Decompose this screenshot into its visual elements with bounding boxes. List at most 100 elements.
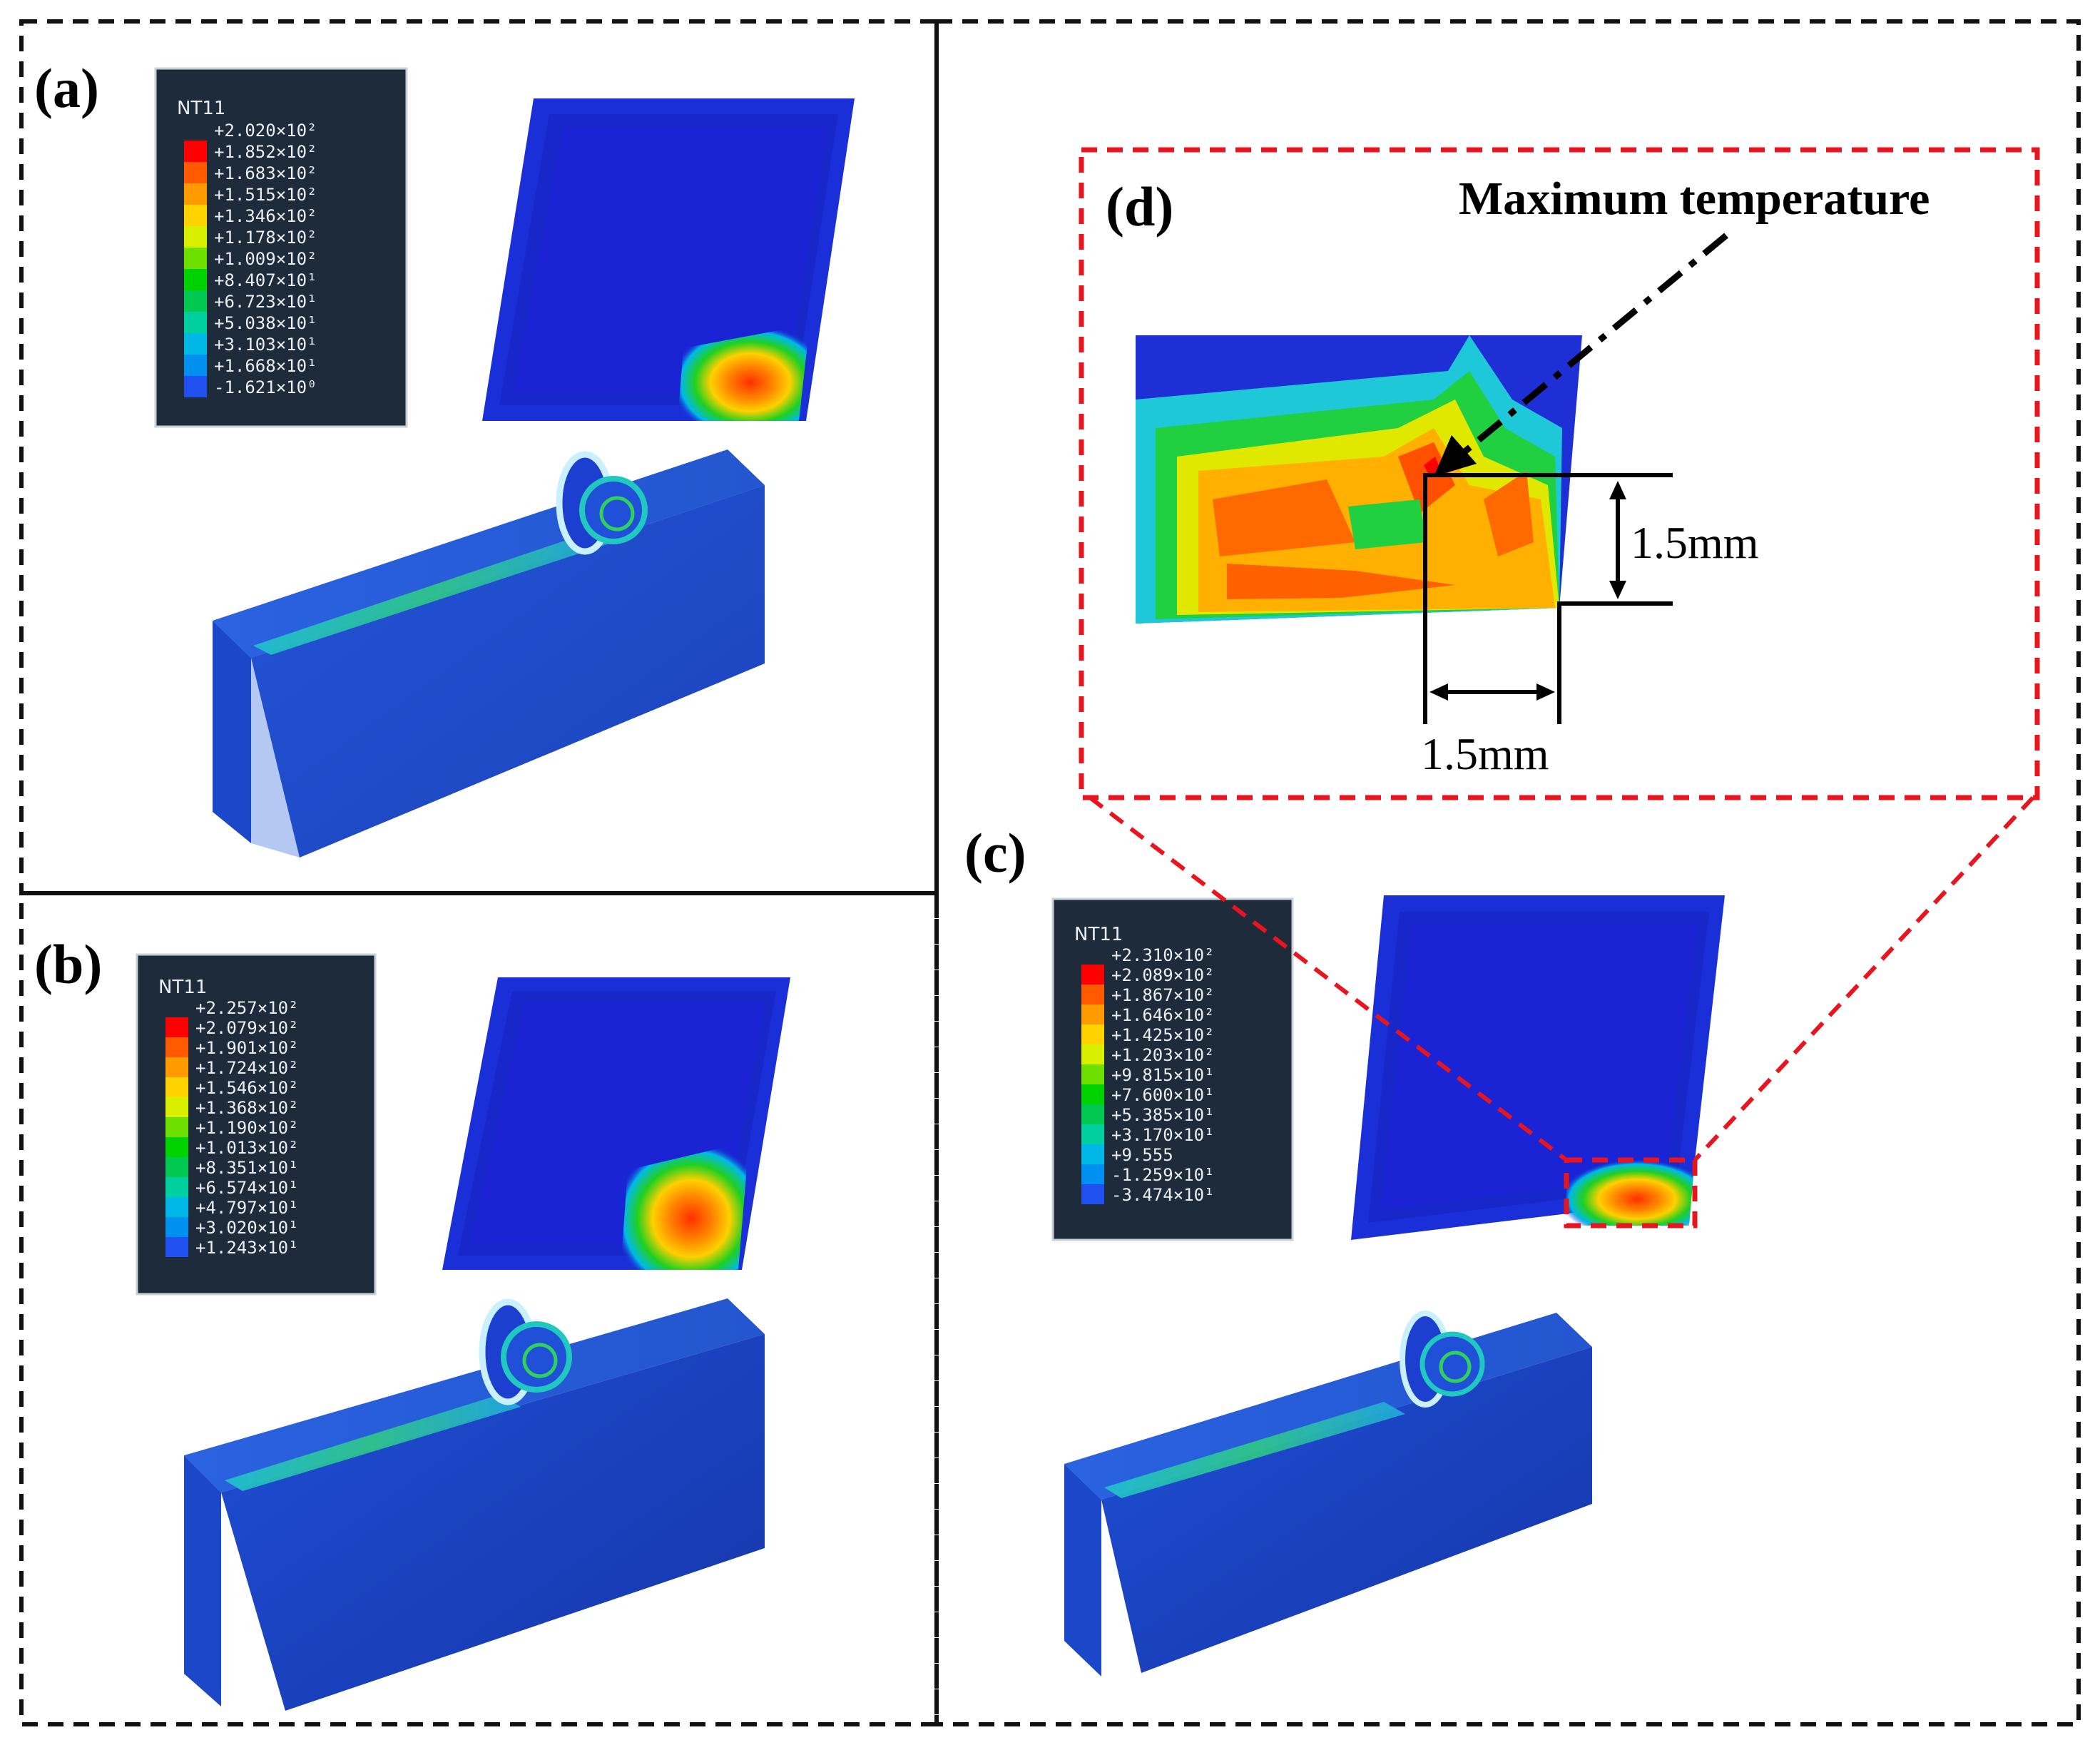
legend-a-swatch: [184, 312, 207, 333]
legend-b-value: +1.243×10¹: [195, 1238, 299, 1258]
legend-a-value: +1.515×10²: [214, 185, 317, 205]
legend-a-value: +1.346×10²: [214, 206, 317, 226]
legend-c-values: +2.310×10²+2.089×10²+1.867×10²+1.646×10²…: [1111, 945, 1215, 1205]
legend-b-value: +2.257×10²: [195, 998, 299, 1018]
legend-b-swatch: [165, 1137, 188, 1157]
panel-a-label: (a): [34, 57, 99, 119]
panel-c-label: (c): [964, 822, 1026, 884]
max-temperature-annotation: Maximum temperature: [1459, 173, 1930, 225]
legend-b-title: NT11: [158, 977, 207, 998]
legend-a-swatch: [184, 226, 207, 248]
legend-c-swatch: [1081, 985, 1104, 1004]
legend-a-value: +1.009×10²: [214, 249, 317, 269]
legend-c-swatch: [1081, 1164, 1104, 1184]
legend-c-swatches: [1081, 965, 1104, 1204]
legend-c-value: +1.646×10²: [1111, 1005, 1215, 1025]
panel-d-label: (d): [1106, 175, 1173, 238]
legend-c-value: -1.259×10¹: [1111, 1165, 1215, 1185]
legend-b-value: +1.013×10²: [195, 1138, 299, 1158]
legend-c-swatch: [1081, 1084, 1104, 1104]
panel-b-workpiece: [184, 1298, 765, 1711]
panel-b-label: (b): [34, 933, 102, 995]
legend-b-swatch: [165, 1237, 188, 1257]
legend-a-value: +2.020×10²: [214, 121, 317, 141]
legend-b-value: +1.724×10²: [195, 1058, 299, 1078]
zoom-connector-left: [1089, 795, 1568, 1162]
dimension-arrowheads: [1429, 481, 1626, 701]
panel-a-workpiece: [213, 449, 765, 858]
legend-c-value: -3.474×10¹: [1111, 1185, 1215, 1205]
panel-c-zoom-box: [1564, 1157, 1698, 1228]
zoom-connector-right: [1693, 795, 2035, 1162]
legend-b-value: +1.546×10²: [195, 1078, 299, 1098]
legend-b-swatch: [165, 1057, 188, 1077]
dimension-lines: [1423, 473, 1673, 724]
legend-c-swatch: [1081, 965, 1104, 985]
zoomed-hotspot: [1136, 335, 1582, 624]
panel-a-legend: NT11 +2.020×10²+1.852×10²+1.683×10²+1.51…: [154, 67, 408, 428]
legend-c-swatch: [1081, 1144, 1104, 1164]
legend-b-swatches: [165, 1017, 188, 1257]
legend-b-value: +8.351×10¹: [195, 1158, 299, 1178]
panel-b-tool-insert: [442, 977, 790, 1270]
panel-c-legend: NT11 +2.310×10²+2.089×10²+1.867×10²+1.64…: [1051, 897, 1294, 1241]
legend-b-value: +6.574×10¹: [195, 1178, 299, 1198]
legend-c-value: +7.600×10¹: [1111, 1085, 1215, 1105]
legend-a-title: NT11: [177, 98, 225, 119]
legend-a-value: +6.723×10¹: [214, 292, 317, 312]
legend-a-swatch: [184, 376, 207, 397]
legend-a-swatch: [184, 183, 207, 205]
legend-a-value: +1.852×10²: [214, 142, 317, 162]
legend-c-value: +9.555: [1111, 1145, 1173, 1165]
legend-c-value: +1.203×10²: [1111, 1045, 1215, 1065]
legend-c-swatch: [1081, 1064, 1104, 1084]
legend-c-value: +1.425×10²: [1111, 1025, 1215, 1045]
legend-b-value: +1.901×10²: [195, 1038, 299, 1058]
legend-c-swatch: [1081, 1044, 1104, 1064]
legend-c-title: NT11: [1074, 924, 1123, 945]
dimension-label-vertical: 1.5mm: [1631, 517, 1759, 568]
panel-d-border: [1079, 147, 2040, 800]
legend-a-value: +1.178×10²: [214, 228, 317, 248]
legend-c-swatch: [1081, 1004, 1104, 1024]
panel-c-tool-insert: [1351, 895, 1725, 1240]
panel-b-legend: NT11 +2.257×10²+2.079×10²+1.901×10²+1.72…: [136, 953, 377, 1296]
legend-c-value: +1.867×10²: [1111, 985, 1215, 1005]
legend-b-swatch: [165, 1157, 188, 1177]
legend-b-swatch: [165, 1077, 188, 1097]
legend-b-swatch: [165, 1017, 188, 1037]
legend-b-values: +2.257×10²+2.079×10²+1.901×10²+1.724×10²…: [195, 998, 299, 1258]
legend-c-swatch: [1081, 1024, 1104, 1044]
legend-a-swatches: [184, 141, 207, 397]
legend-a-value: -1.621×10⁰: [214, 377, 317, 397]
legend-c-value: +9.815×10¹: [1111, 1065, 1215, 1085]
legend-a-swatch: [184, 162, 207, 183]
legend-a-value: +1.668×10¹: [214, 356, 317, 376]
dimension-label-horizontal: 1.5mm: [1421, 728, 1549, 779]
legend-c-swatch: [1081, 1184, 1104, 1204]
legend-a-value: +3.103×10¹: [214, 335, 317, 355]
legend-a-swatch: [184, 141, 207, 162]
legend-c-value: +3.170×10¹: [1111, 1125, 1215, 1145]
panel-c-workpiece: [1064, 1311, 1592, 1677]
legend-b-value: +4.797×10¹: [195, 1198, 299, 1218]
legend-a-swatch: [184, 269, 207, 290]
legend-b-value: +2.079×10²: [195, 1018, 299, 1038]
legend-a-swatch: [184, 290, 207, 312]
legend-c-value: +5.385×10¹: [1111, 1105, 1215, 1125]
legend-b-swatch: [165, 1177, 188, 1197]
legend-a-swatch: [184, 355, 207, 376]
legend-b-swatch: [165, 1217, 188, 1237]
legend-c-swatch: [1081, 1124, 1104, 1144]
max-temperature-arrow-head: [1434, 435, 1477, 477]
legend-a-value: +5.038×10¹: [214, 313, 317, 333]
legend-b-value: +1.190×10²: [195, 1118, 299, 1138]
panel-c-border: [934, 19, 2081, 1726]
legend-b-swatch: [165, 1197, 188, 1217]
legend-b-swatch: [165, 1037, 188, 1057]
legend-b-swatch: [165, 1117, 188, 1137]
legend-a-swatch: [184, 248, 207, 269]
legend-c-value: +2.310×10²: [1111, 945, 1215, 965]
legend-b-swatch: [165, 1097, 188, 1117]
